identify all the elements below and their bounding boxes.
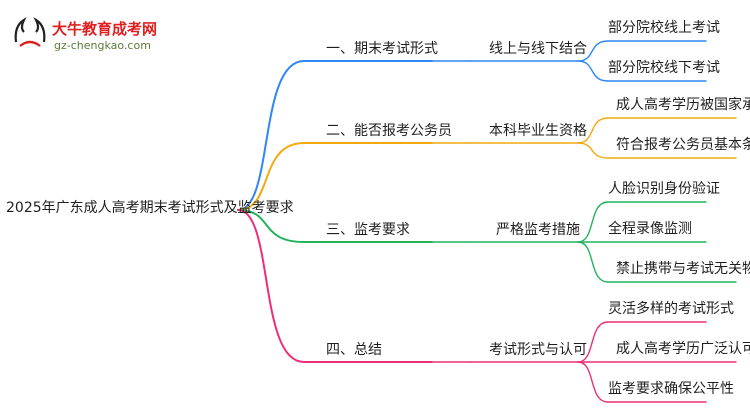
branch-2-label[interactable]: 二、能否报考公务员 — [326, 123, 452, 139]
leaf-2-2[interactable]: 符合报考公务员基本条件 — [616, 137, 750, 153]
leaf-1-2[interactable]: 部分院校线下考试 — [608, 60, 720, 76]
sub-4-label[interactable]: 考试形式与认可 — [489, 342, 587, 358]
logo-title: 大牛教育成考网 — [52, 20, 158, 38]
leaf-4-2[interactable]: 成人高考学历广泛认可 — [616, 341, 750, 357]
leaf-connector-1-1 — [577, 40, 609, 62]
leaf-connector-4-1 — [577, 321, 609, 363]
leaf-3-3[interactable]: 禁止携带与考试无关物品 — [616, 261, 750, 277]
leaf-1-1[interactable]: 部分院校线上考试 — [608, 20, 720, 36]
site-logo[interactable]: 大牛教育成考网 gz-chengkao.com — [6, 8, 206, 54]
root-node[interactable]: 2025年广东成人高考期末考试形式及监考要求 — [6, 200, 294, 216]
sub-2-label[interactable]: 本科毕业生资格 — [489, 123, 587, 139]
leaf-3-1[interactable]: 人脸识别身份验证 — [608, 181, 720, 197]
leaf-connector-2-2 — [577, 142, 609, 159]
leaf-connector-3-3 — [577, 241, 609, 283]
sub-1-label[interactable]: 线上与线下结合 — [489, 41, 587, 57]
logo-url: gz-chengkao.com — [54, 39, 151, 52]
leaf-connector-4-3 — [577, 361, 609, 403]
leaf-2-1[interactable]: 成人高考学历被国家承认 — [616, 97, 750, 113]
branch-connector-2 — [237, 142, 305, 211]
branch-connector-3 — [237, 209, 305, 243]
sub-3-label[interactable]: 严格监考措施 — [496, 222, 580, 238]
branch-4-label[interactable]: 四、总结 — [326, 342, 382, 358]
branch-connector-4 — [237, 209, 305, 363]
bull-logo-icon — [14, 17, 46, 47]
leaf-4-1[interactable]: 灵活多样的考试形式 — [608, 301, 734, 317]
branch-3-label[interactable]: 三、监考要求 — [326, 222, 410, 238]
leaf-4-3[interactable]: 监考要求确保公平性 — [608, 381, 734, 397]
leaf-3-2[interactable]: 全程录像监测 — [608, 221, 692, 237]
leaf-connector-2-1 — [577, 117, 609, 144]
leaf-connector-3-1 — [577, 201, 609, 243]
branch-connector-1 — [237, 60, 305, 211]
branch-1-label[interactable]: 一、期末考试形式 — [326, 41, 438, 57]
leaf-connector-1-2 — [577, 60, 609, 82]
